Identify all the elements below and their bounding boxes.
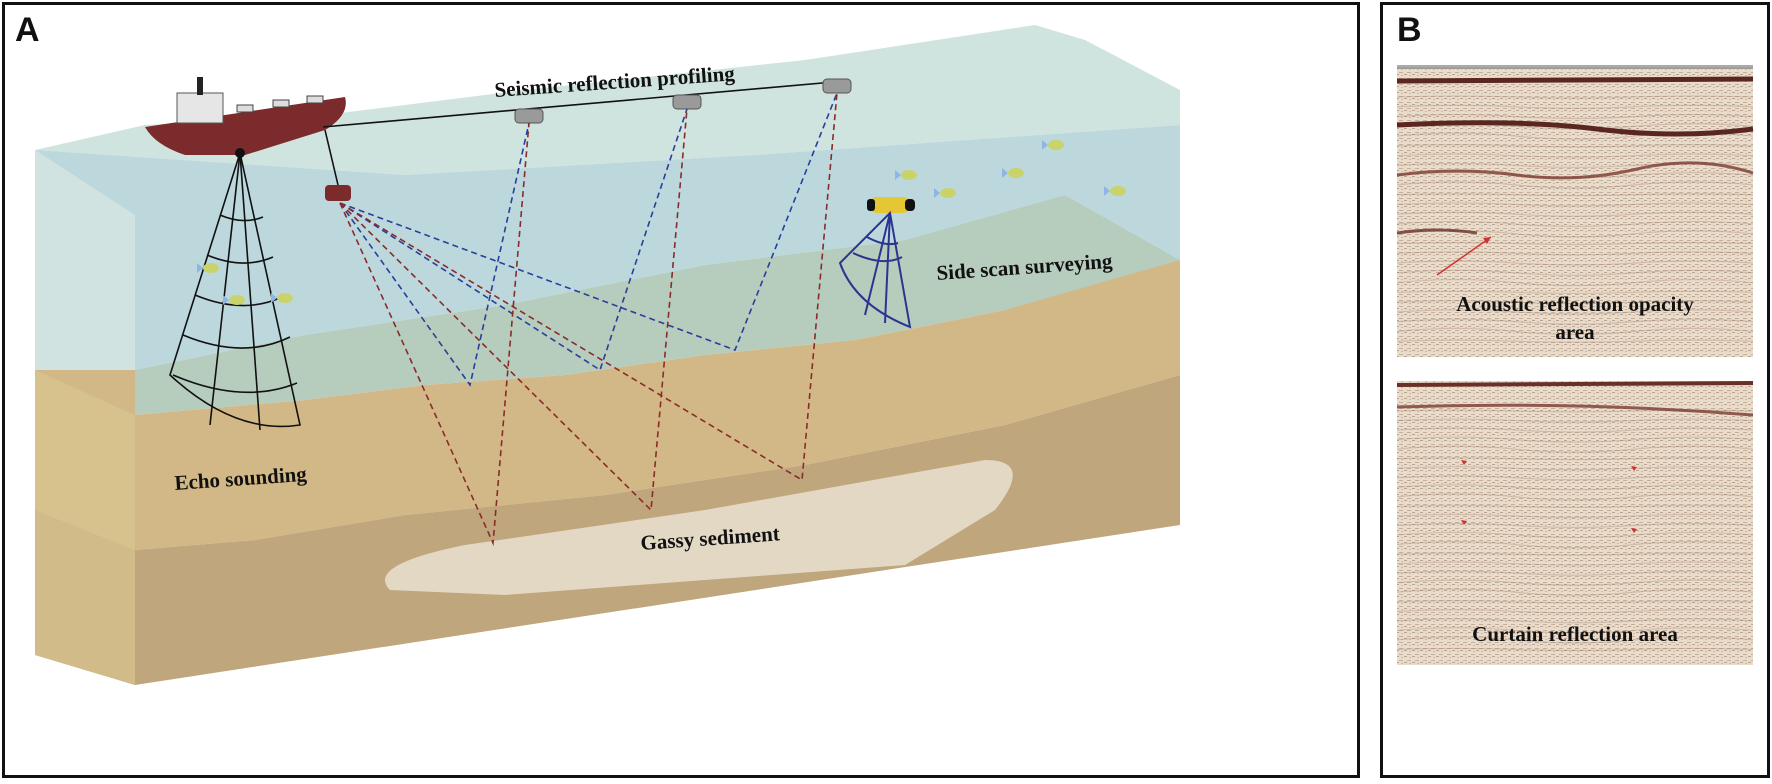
profile-opacity xyxy=(1396,65,1754,357)
panel-b-letter: B xyxy=(1397,11,1422,49)
panel-a: A xyxy=(2,2,1360,778)
survey-ship xyxy=(145,77,346,158)
opacity-label-line1: Acoustic reflection opacity xyxy=(1456,292,1694,316)
gassy-sediment-body xyxy=(385,460,1013,595)
survey-diagram: Seismic reflection profiling Side scan s… xyxy=(35,25,1180,685)
sediment-upper xyxy=(35,260,1180,550)
curtain-label: Curtain reflection area xyxy=(1472,622,1678,646)
hydrophone xyxy=(672,94,702,110)
tow-source xyxy=(325,185,351,201)
hydrophone xyxy=(514,108,544,124)
panel-a-letter: A xyxy=(15,11,40,49)
opacity-label-line2: area xyxy=(1555,320,1595,344)
side-scan-sonar xyxy=(838,197,915,329)
seabed-slope xyxy=(135,195,1180,415)
water-surface xyxy=(35,25,1180,175)
water-body xyxy=(35,125,1180,370)
hydrophone xyxy=(822,78,852,94)
streamer-cable xyxy=(322,80,846,186)
sediment-left-face xyxy=(35,370,135,685)
ray-paths-blue xyxy=(339,92,838,387)
ray-paths-red xyxy=(339,92,838,547)
profile-curtain xyxy=(1396,381,1754,665)
fish-school xyxy=(197,140,1126,305)
